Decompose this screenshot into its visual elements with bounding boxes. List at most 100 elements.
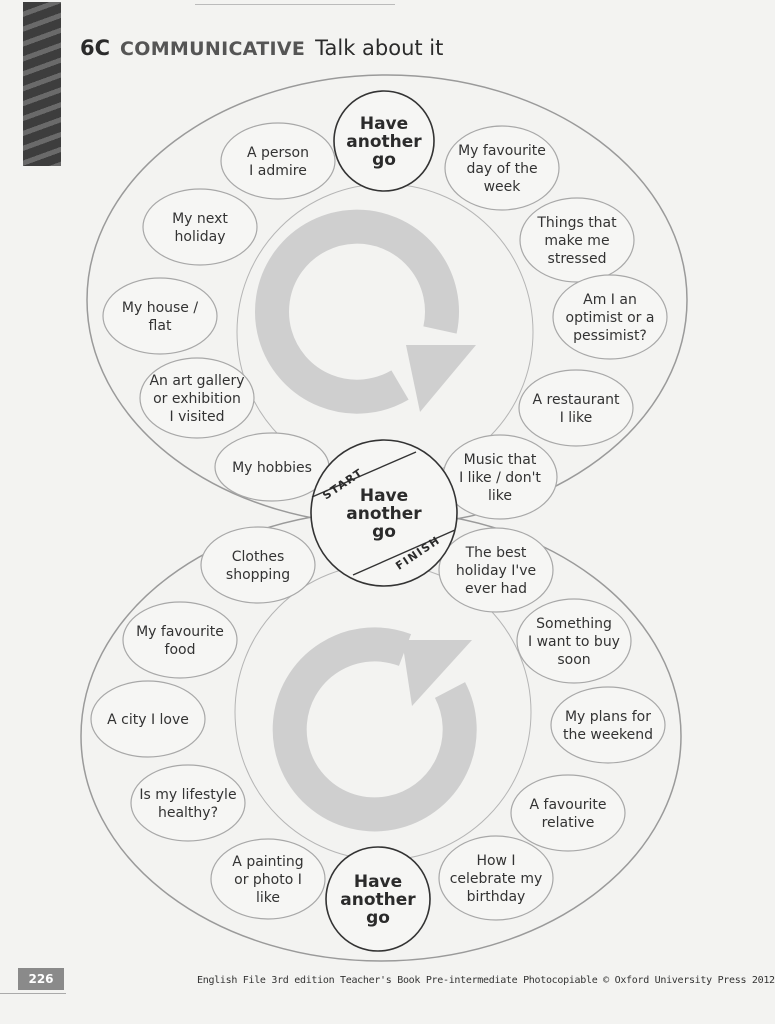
topic-text: the weekend bbox=[563, 727, 653, 743]
topic-text: My plans for bbox=[565, 709, 651, 725]
topic-text: pessimist? bbox=[573, 328, 647, 344]
topic-text: A person bbox=[247, 145, 309, 161]
special-space-outline bbox=[333, 90, 435, 192]
topic-text: A restaurant bbox=[532, 392, 620, 408]
topic-text: make me bbox=[544, 233, 609, 249]
topic-text: or exhibition bbox=[153, 391, 241, 407]
topic-text: food bbox=[165, 642, 196, 658]
have-another-go-text: another bbox=[346, 132, 422, 152]
topic-space-outline bbox=[518, 369, 634, 447]
topic-text: day of the bbox=[466, 161, 537, 177]
topic-text: A city I love bbox=[107, 712, 189, 728]
topic-text: holiday bbox=[175, 229, 226, 245]
topic-space-my-favourite-day-of-the-week: My favourite day of the week bbox=[444, 125, 560, 211]
topic-text: week bbox=[484, 179, 522, 195]
topic-text: How I bbox=[476, 853, 515, 869]
topic-text: relative bbox=[542, 815, 595, 831]
topic-spaces: A person I admire My favourite day of the we… bbox=[90, 122, 668, 921]
topic-space-outline bbox=[90, 680, 206, 758]
topic-space-outline bbox=[519, 197, 635, 283]
topic-space-outline bbox=[220, 122, 336, 200]
topic-space-outline bbox=[516, 598, 632, 684]
topic-space-a-favourite-relative: A favourite relative bbox=[510, 774, 626, 852]
topic-text: flat bbox=[149, 318, 172, 334]
topic-text: A favourite bbox=[529, 797, 606, 813]
topic-space-is-my-lifestyle-healthy: Is my lifestyle healthy? bbox=[130, 764, 246, 842]
topic-text: soon bbox=[557, 652, 590, 668]
topic-space-my-hobbies: My hobbies bbox=[214, 432, 330, 502]
topic-text: holiday I've bbox=[456, 563, 536, 579]
topic-space-outline bbox=[510, 774, 626, 852]
topic-space-how-i-celebrate-my-birthday: How I celebrate my birthday bbox=[438, 835, 554, 921]
topic-text: I visited bbox=[170, 409, 225, 425]
topic-space-an-art-gallery-or-exhibition-i-visited: An art gallery or exhibition I visited bbox=[139, 357, 255, 439]
clockwise-arrow-icon bbox=[255, 209, 476, 414]
have-another-go-text: Have bbox=[360, 486, 408, 506]
topic-text: My favourite bbox=[458, 143, 546, 159]
start-band-line bbox=[311, 451, 417, 498]
bottom-rule bbox=[0, 993, 66, 994]
topic-text: stressed bbox=[548, 251, 607, 267]
topic-text: healthy? bbox=[158, 805, 218, 821]
copyright-footer: English File 3rd edition Teacher's Book … bbox=[197, 975, 775, 986]
topic-space-something-i-want-to-buy-soon: Something I want to buy soon bbox=[516, 598, 632, 684]
topic-space-outline bbox=[550, 686, 666, 764]
topic-space-outline bbox=[552, 274, 668, 360]
have-another-go-text: Have bbox=[354, 872, 402, 892]
special-space-outline bbox=[325, 846, 431, 952]
topic-text: optimist or a bbox=[566, 310, 655, 326]
topic-text: I like bbox=[560, 410, 593, 426]
topic-text: Things that bbox=[536, 215, 617, 231]
topic-space-outline bbox=[210, 838, 326, 920]
topic-text: celebrate my bbox=[450, 871, 543, 887]
topic-text: My house / bbox=[122, 300, 198, 316]
topic-text: The best bbox=[465, 545, 527, 561]
top-rule bbox=[195, 4, 395, 5]
topic-text: birthday bbox=[467, 889, 526, 905]
topic-space-my-favourite-food: My favourite food bbox=[122, 601, 238, 679]
topic-space-outline bbox=[438, 835, 554, 921]
topic-text: I like / don't bbox=[459, 470, 541, 486]
topic-text: Clothes bbox=[232, 549, 285, 565]
special-space-outline bbox=[310, 439, 458, 587]
topic-space-outline bbox=[142, 188, 258, 266]
page-title: Talk about it bbox=[315, 36, 444, 60]
topic-space-outline bbox=[438, 527, 554, 613]
topic-space-my-house-flat: My house / flat bbox=[102, 277, 218, 355]
have-another-go-text: go bbox=[372, 522, 396, 542]
topic-space-a-painting-or-photo-i-like: A painting or photo I like bbox=[210, 838, 326, 920]
topic-text: or photo I bbox=[234, 872, 302, 888]
topic-space-my-next-holiday: My next holiday bbox=[142, 188, 258, 266]
topic-text: My favourite bbox=[136, 624, 224, 640]
topic-space-outline bbox=[130, 764, 246, 842]
topic-text: My next bbox=[172, 211, 228, 227]
topic-text: Music that bbox=[464, 452, 537, 468]
have-another-go-text: go bbox=[366, 908, 390, 928]
topic-text: I want to buy bbox=[528, 634, 620, 650]
topic-text: Something bbox=[536, 616, 612, 632]
topic-text: My hobbies bbox=[232, 460, 312, 476]
topic-text: An art gallery bbox=[149, 373, 244, 389]
topic-text: A painting bbox=[232, 854, 303, 870]
topic-text: shopping bbox=[226, 567, 290, 583]
have-another-go-text: go bbox=[372, 150, 396, 170]
topic-text: like bbox=[256, 890, 280, 906]
topic-space-a-city-i-love: A city I love bbox=[90, 680, 206, 758]
decorative-strip bbox=[23, 2, 61, 166]
page-number-badge: 226 bbox=[18, 968, 64, 990]
topic-text: Is my lifestyle bbox=[139, 787, 236, 803]
have-another-go-text: another bbox=[346, 504, 422, 524]
page-header: 6C COMMUNICATIVE Talk about it bbox=[80, 36, 443, 70]
topic-space-outline bbox=[444, 125, 560, 211]
special-spaces: HaveanothergoHaveanothergoHaveanothergoS… bbox=[310, 90, 458, 952]
counterclockwise-arrow-icon bbox=[272, 627, 477, 832]
topic-text: I admire bbox=[249, 163, 307, 179]
have-another-go-text: Have bbox=[360, 114, 408, 134]
unit-number: 6C bbox=[80, 36, 111, 60]
